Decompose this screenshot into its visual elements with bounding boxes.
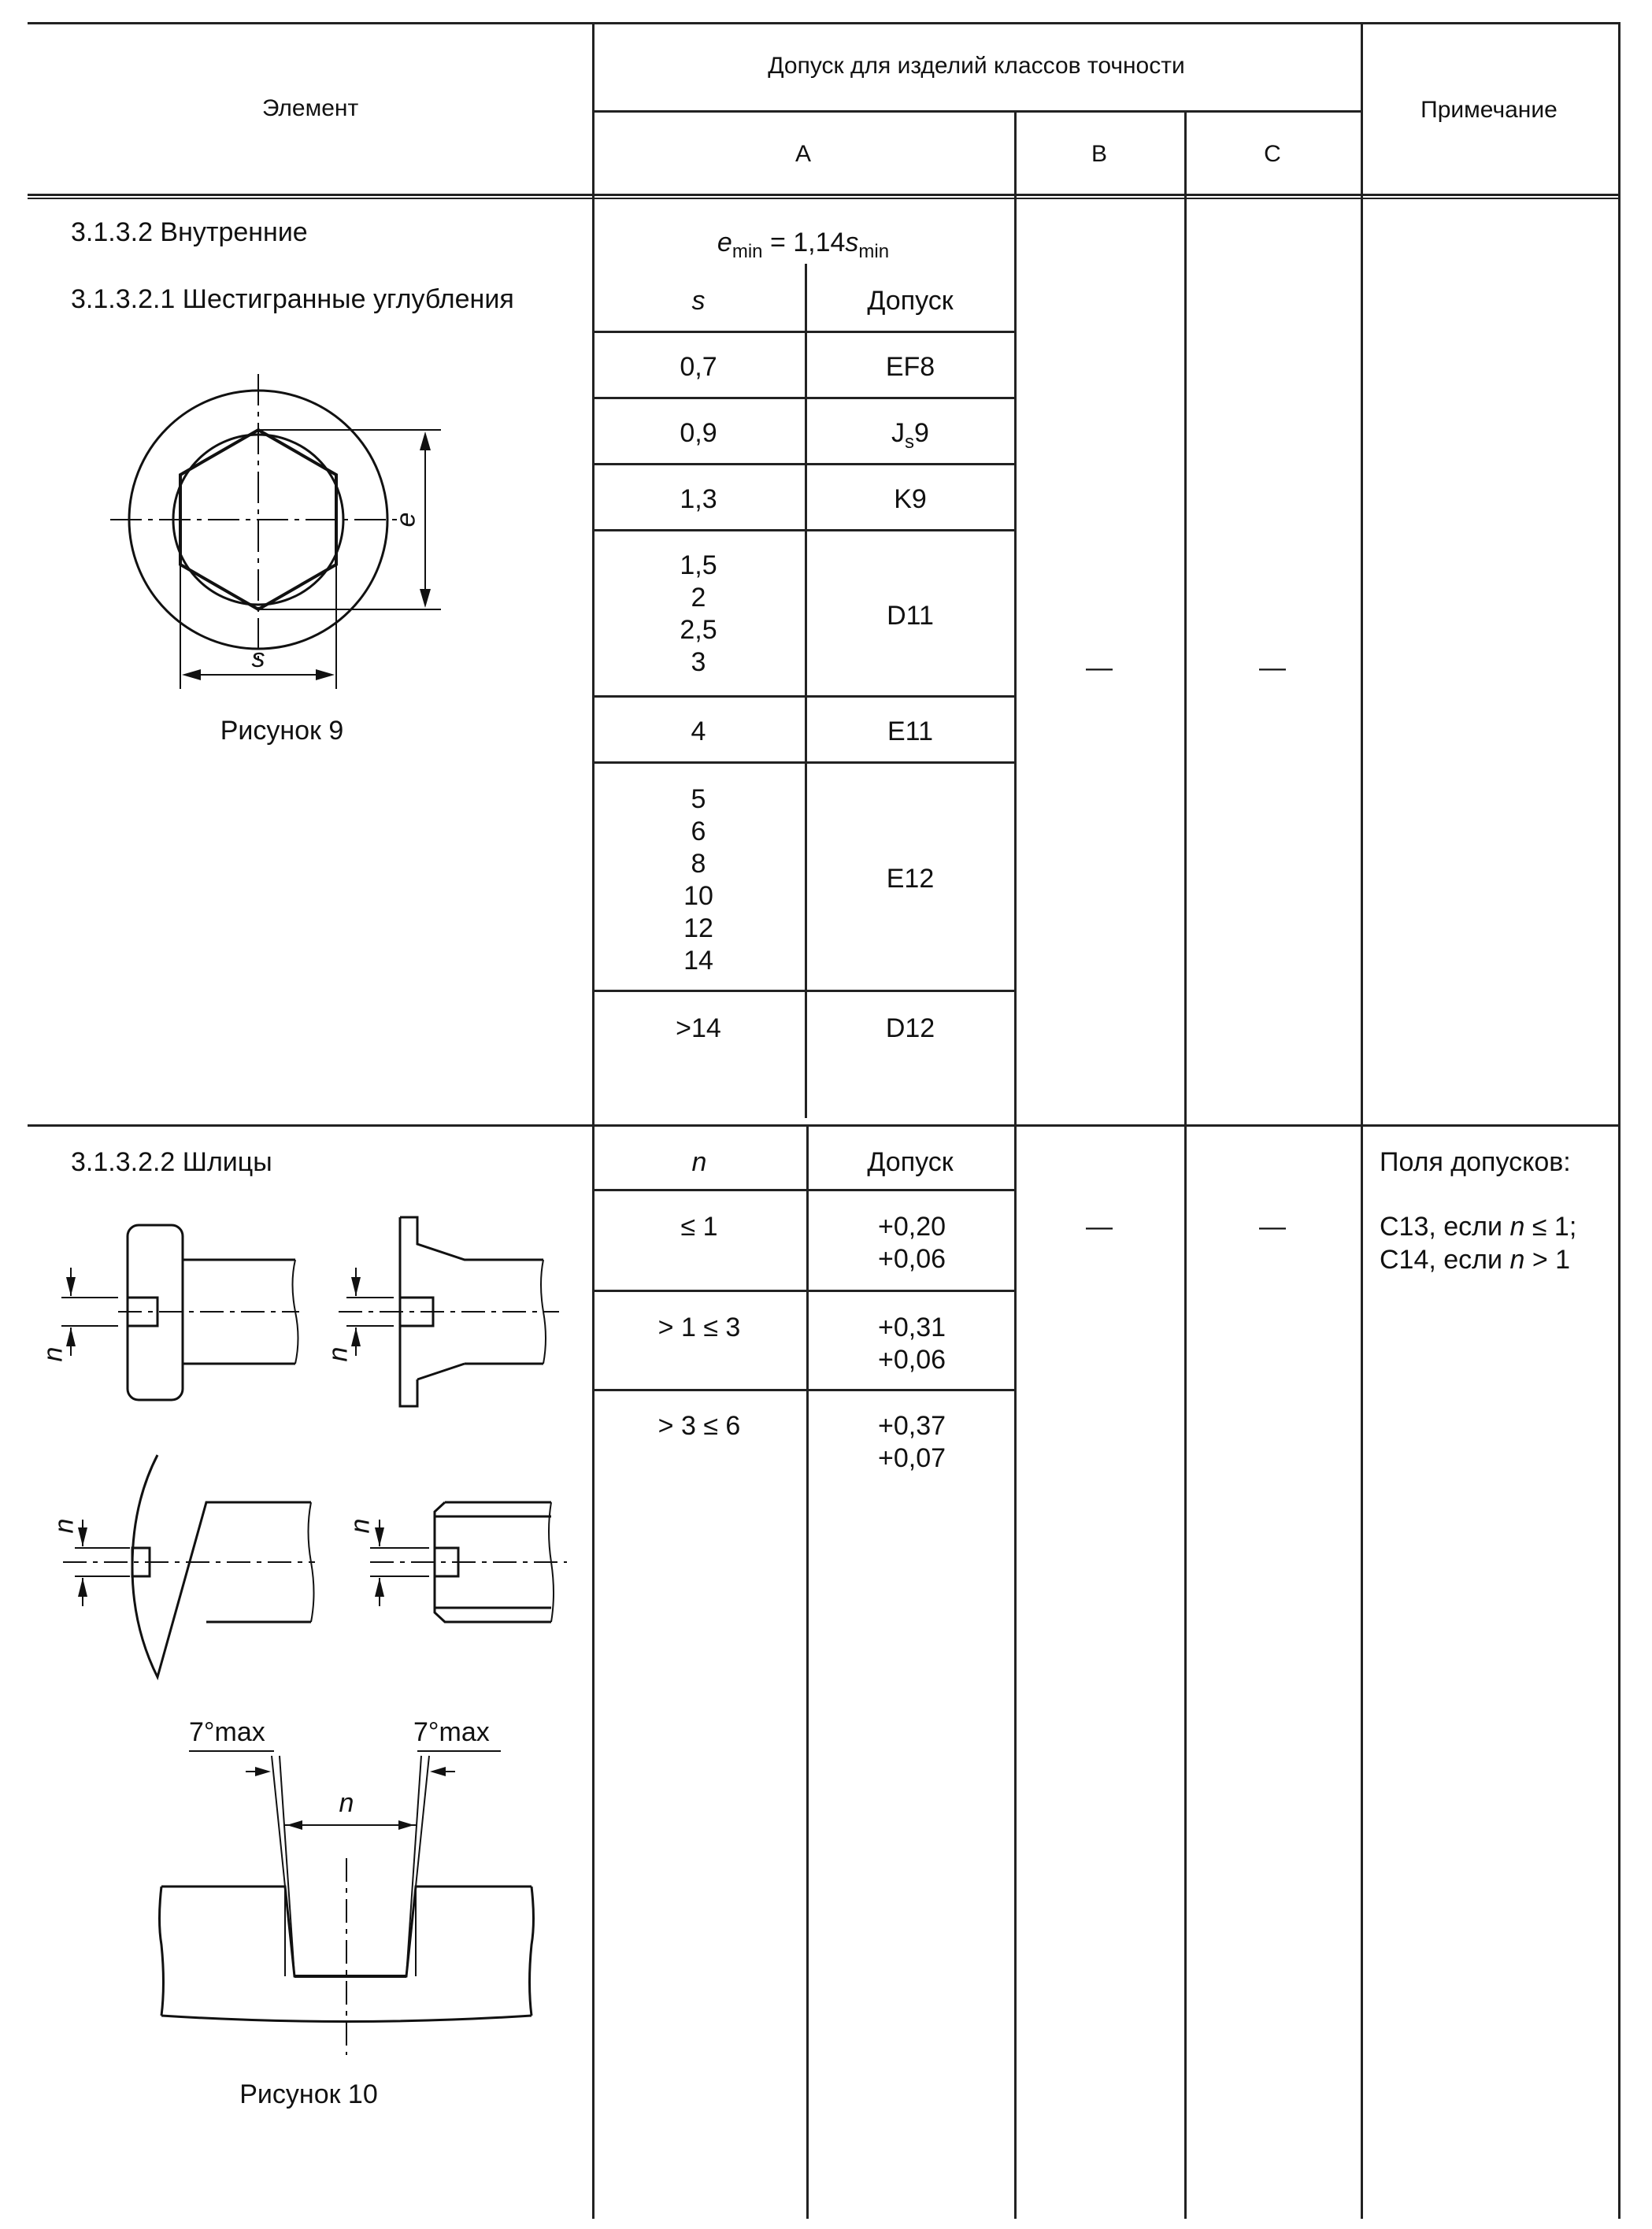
hex-col-tol-header: Допуск [867, 286, 954, 316]
figure-10-angle-label: 7°max [413, 1717, 490, 1747]
rule-hex-5 [592, 695, 1014, 698]
header-class-a: А [795, 141, 812, 167]
header-element: Элемент [261, 95, 359, 121]
rule-header-bottom [28, 194, 1618, 196]
slot-note-line-1: Поля допусков: [1380, 1147, 1571, 1177]
hex-row-tol: K9 [894, 484, 927, 514]
header-class-b: В [1091, 141, 1108, 167]
rule-header-bottom-2 [28, 198, 1618, 199]
slot-row-n: ≤ 1 [680, 1212, 718, 1242]
rule-hex-4 [592, 529, 1014, 531]
rule-hex-inner [805, 264, 807, 1118]
figure-10-label-n: n [49, 1518, 80, 1534]
hex-row-s: >14 [676, 1013, 721, 1043]
hex-row-s-list: 1,5 2 2,5 3 [680, 550, 717, 677]
header-class-c: С [1264, 141, 1281, 167]
slot-col-tol-header: Допуск [867, 1147, 954, 1177]
rule-col-b-left [1014, 110, 1017, 2219]
hex-row-s: 1,3 [680, 484, 717, 514]
formula-e-min: emin = 1,14smin [717, 228, 890, 262]
hex-col-s-header: s [691, 286, 706, 316]
hex-row-s: 0,9 [680, 418, 717, 448]
rule-slot-3 [592, 1389, 1014, 1391]
rule-slot-inner [806, 1124, 809, 2219]
figure-9-caption: Рисунок 9 [220, 716, 344, 746]
hex-row-s-list: 5 6 8 10 12 14 [683, 784, 713, 976]
rule-top [28, 22, 1618, 24]
rule-header-mid [592, 110, 1362, 113]
figure-10-label-n: n [345, 1518, 376, 1534]
section-slots-title: 3.1.3.2.2 Шлицы [71, 1147, 272, 1177]
rule-hex-6 [592, 761, 1014, 764]
figure-10-label-n: n [38, 1346, 69, 1362]
figure-9-label-s: s [251, 643, 265, 673]
slot-row-tol: +0,31+0,06 [877, 1313, 946, 1375]
rule-slot-2 [592, 1290, 1014, 1292]
figure-10-caption: Рисунок 10 [239, 2079, 378, 2109]
section-internal-title: 3.1.3.2 Внутренние [71, 217, 308, 247]
hex-row-tol: E11 [887, 716, 933, 746]
rule-right [1618, 22, 1621, 2219]
rule-section-divider [28, 1124, 1618, 1127]
hex-row-tol: D12 [885, 1013, 935, 1043]
slot-row-n: > 1 ≤ 3 [657, 1313, 741, 1342]
slot-row-n: > 3 ≤ 6 [657, 1411, 741, 1441]
rule-col-a-left [592, 22, 594, 2219]
slot-dash-class-b: — [1086, 1212, 1113, 1242]
figure-10-angle-label: 7°max [189, 1717, 265, 1747]
slot-note-line-2: С13, если n ≤ 1; [1380, 1212, 1577, 1242]
slot-dash-class-c: — [1259, 1212, 1286, 1242]
hex-row-s: 4 [691, 716, 706, 746]
hex-row-tol: EF8 [885, 352, 935, 382]
header-note: Примечание [1420, 97, 1558, 123]
slot-row-tol: +0,37+0,07 [877, 1411, 946, 1473]
rule-hex-7 [592, 990, 1014, 992]
slot-note-line-3: С14, если n > 1 [1380, 1245, 1571, 1275]
figure-9-label-e: e [391, 512, 421, 528]
figure-10-label-n: n [323, 1346, 354, 1362]
slot-row-tol: +0,20+0,06 [877, 1212, 946, 1274]
header-tolerance-group: Допуск для изделий классов точности [768, 53, 1185, 79]
rule-hex-1 [592, 331, 1014, 333]
hex-row-tol: E12 [886, 864, 935, 894]
section-hex-title: 3.1.3.2.1 Шестигранные углубления [71, 284, 514, 314]
rule-col-c-left [1184, 110, 1187, 2219]
slot-col-n-header: n [691, 1147, 707, 1177]
rule-hex-3 [592, 463, 1014, 465]
hex-dash-class-b: — [1086, 653, 1113, 683]
hex-row-s: 0,7 [680, 352, 717, 382]
rule-slot-1 [592, 1189, 1014, 1191]
hex-row-tol: Js9 [891, 418, 929, 453]
hex-dash-class-c: — [1259, 653, 1286, 683]
figure-10-label-n-width: n [339, 1788, 354, 1818]
hex-row-tol: D11 [887, 601, 934, 631]
rule-hex-2 [592, 397, 1014, 399]
rule-col-note-left [1361, 22, 1363, 2219]
